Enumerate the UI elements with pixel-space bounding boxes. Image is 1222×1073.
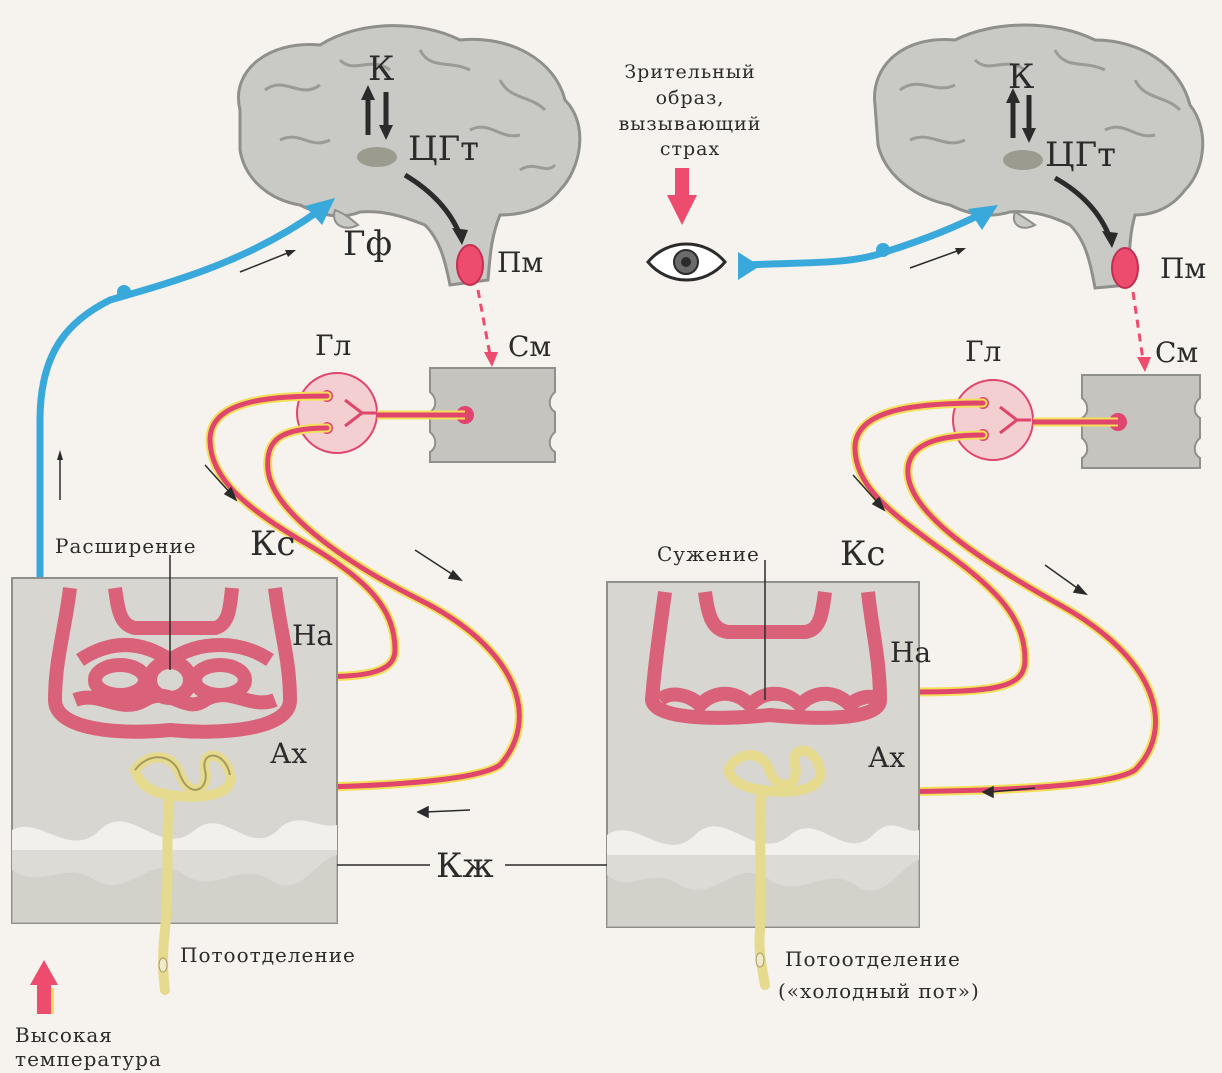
visual-stimulus-arrow [667, 168, 697, 225]
left-sweat-label: Потоотделение [180, 943, 356, 967]
visual-stimulus-line3: вызывающий [619, 113, 762, 135]
left-vessel-state-label: Расширение [55, 534, 197, 558]
left-cortex-label: К [368, 49, 394, 89]
high-temperature-line2: температура [15, 1047, 162, 1071]
left-cgt-label: ЦГт [408, 129, 479, 169]
left-noradrenaline-label: На [292, 619, 333, 652]
right-noradrenaline-label: На [890, 636, 931, 669]
left-medulla-to-cord-dashed [478, 290, 490, 355]
skin-label: Кж [436, 846, 494, 886]
left-ganglion-label: Гл [315, 329, 351, 362]
right-afferent-nerve [738, 205, 998, 280]
visual-stimulus-line1: Зрительный [624, 61, 755, 83]
right-cgt-label: ЦГт [1045, 135, 1116, 175]
left-medulla-nucleus [457, 245, 483, 285]
right-sweat-label: Потоотделение [785, 947, 961, 971]
right-brain [875, 25, 1203, 372]
left-hypophysis-label: Гф [343, 224, 392, 264]
right-vessel-state-label: Сужение [657, 542, 760, 566]
eye-icon [648, 244, 725, 280]
visual-stimulus-line2: образ, [656, 87, 725, 109]
right-cold-sweat-label: («холодный пот») [778, 979, 980, 1003]
right-chain-label: Кс [840, 534, 885, 574]
left-brain [238, 26, 579, 367]
right-cortex-label: К [1008, 57, 1034, 97]
left-medulla-label: Пм [497, 246, 543, 279]
right-ganglion-label: Гл [965, 335, 1001, 368]
high-temperature-arrow [30, 960, 58, 1014]
visual-stimulus-line4: страх [660, 138, 720, 160]
high-temperature-line1: Высокая [15, 1023, 113, 1047]
left-acetylcholine-label: Ах [270, 737, 307, 770]
left-chain-label: Кс [250, 524, 295, 564]
right-acetylcholine-label: Ах [868, 741, 905, 774]
right-medulla-nucleus [1112, 248, 1138, 288]
left-hypothalamus-nucleus [357, 147, 397, 167]
right-spinal-cord-label: См [1155, 336, 1198, 369]
left-spinal-cord-label: См [508, 330, 551, 363]
left-skin-block [12, 555, 337, 990]
right-medulla-label: Пм [1160, 252, 1206, 285]
right-hypothalamus-nucleus [1003, 150, 1043, 170]
